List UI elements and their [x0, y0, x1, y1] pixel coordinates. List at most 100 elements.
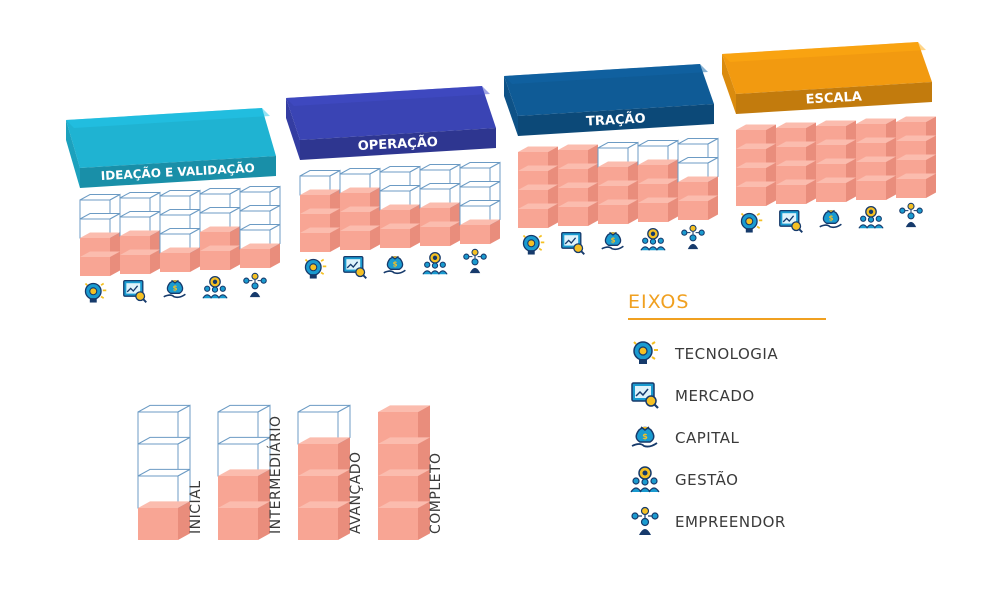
column-tecnologia	[299, 169, 341, 280]
stage-banner: ESCALA	[722, 42, 932, 114]
level-2: INTERMEDIÁRIO	[217, 404, 284, 540]
brick	[558, 201, 598, 226]
column-capital	[597, 141, 639, 251]
level-4: COMPLETO	[378, 405, 444, 540]
money-bag-hand-icon	[818, 209, 843, 229]
legend-heading: EIXOS	[628, 291, 689, 313]
brick	[240, 243, 280, 268]
legend-item-tecnologia: TECNOLOGIA	[633, 341, 778, 365]
team-gear-icon	[202, 275, 228, 299]
stage-2: OPERAÇÃO	[286, 86, 501, 280]
brick	[776, 179, 816, 204]
stage-4: ESCALA	[722, 42, 936, 234]
brick	[120, 249, 160, 274]
brick	[460, 219, 500, 244]
market-chart-icon	[560, 231, 586, 256]
brick	[160, 247, 200, 272]
team-gear-icon	[858, 205, 884, 229]
level-label: INICIAL	[188, 480, 204, 534]
level-label: AVANÇADO	[348, 451, 364, 534]
legend-item-gestao: GESTÃO	[630, 466, 738, 493]
brick	[856, 156, 896, 181]
brick	[420, 221, 460, 246]
level-1: INICIAL	[137, 404, 204, 540]
stage-title: ESCALA	[805, 90, 862, 108]
brick	[200, 245, 240, 270]
stage-banner: IDEAÇÃO E VALIDAÇÃO	[66, 108, 276, 188]
brick	[816, 177, 856, 202]
lightbulb-gear-icon	[740, 212, 764, 234]
brick	[598, 161, 638, 186]
column-mercado	[558, 144, 598, 256]
column-capital	[379, 165, 421, 275]
legend-item-label: CAPITAL	[675, 429, 739, 447]
brick	[298, 501, 350, 540]
level-label: INTERMEDIÁRIO	[267, 415, 284, 534]
stage-3: TRAÇÃO	[504, 64, 719, 256]
money-bag-hand-icon	[162, 279, 187, 299]
brick	[298, 469, 350, 508]
brick	[638, 197, 678, 222]
money-bag-hand-icon	[631, 426, 658, 448]
brick	[378, 501, 430, 540]
legend: EIXOS TECNOLOGIA MERCADO CAPITAL GESTÃO EMPR…	[628, 291, 826, 536]
legend-item-label: TECNOLOGIA	[674, 345, 778, 363]
brick	[217, 404, 271, 445]
column-empreendor	[239, 185, 281, 298]
legend-item-label: EMPREENDOR	[675, 513, 786, 531]
money-bag-hand-icon	[382, 255, 407, 275]
brick	[218, 501, 270, 540]
stage-1: IDEAÇÃO E VALIDAÇÃO	[66, 108, 281, 304]
brick	[678, 195, 718, 220]
brick	[378, 469, 430, 508]
brick	[300, 227, 340, 252]
level-label: COMPLETO	[428, 452, 444, 534]
stages-layer: IDEAÇÃO E VALIDAÇÃO OPERAÇÃO TRAÇÃO ESCALA	[66, 42, 936, 304]
brick	[736, 181, 776, 206]
stage-title: OPERAÇÃO	[357, 134, 438, 154]
brick	[776, 122, 816, 147]
column-mercado	[339, 167, 381, 280]
column-capital	[159, 189, 201, 299]
person-ideas-icon	[243, 272, 267, 298]
legend-item-empreendor: EMPREENDOR	[631, 506, 786, 536]
lightbulb-gear-icon	[522, 234, 546, 256]
brick	[518, 203, 558, 228]
legend-item-label: MERCADO	[675, 387, 755, 405]
lightbulb-gear-icon	[304, 258, 328, 280]
maturity-levels-key: INICIAL INTERMEDIÁRIO AVANÇADO COMPLETO	[137, 404, 444, 540]
brick	[459, 180, 501, 207]
column-empreendor	[896, 116, 936, 228]
brick	[159, 208, 201, 235]
person-ideas-icon	[899, 202, 923, 228]
money-bag-hand-icon	[600, 231, 625, 251]
stage-banner: OPERAÇÃO	[286, 86, 496, 160]
brick	[137, 468, 191, 509]
column-capital	[816, 120, 856, 229]
column-gestao	[856, 118, 896, 229]
brick	[896, 154, 936, 179]
legend-items: TECNOLOGIA MERCADO CAPITAL GESTÃO EMPREENDOR	[630, 341, 786, 536]
market-chart-icon	[630, 381, 660, 410]
brick	[138, 501, 190, 540]
brick	[856, 175, 896, 200]
brick	[340, 225, 380, 250]
brick	[380, 223, 420, 248]
market-chart-icon	[122, 279, 148, 304]
brick	[896, 173, 936, 198]
column-mercado	[119, 191, 161, 304]
stage-banner: TRAÇÃO	[504, 64, 714, 136]
person-ideas-icon	[463, 248, 487, 274]
legend-item-capital: CAPITAL	[631, 426, 739, 448]
brick	[816, 158, 856, 183]
brick	[419, 163, 461, 190]
column-gestao	[199, 187, 241, 299]
column-empreendor	[677, 137, 719, 250]
team-gear-icon	[422, 251, 448, 275]
column-tecnologia	[736, 124, 776, 234]
column-tecnologia	[79, 193, 121, 304]
column-gestao	[419, 163, 461, 275]
column-empreendor	[459, 161, 501, 274]
person-ideas-icon	[681, 224, 705, 250]
